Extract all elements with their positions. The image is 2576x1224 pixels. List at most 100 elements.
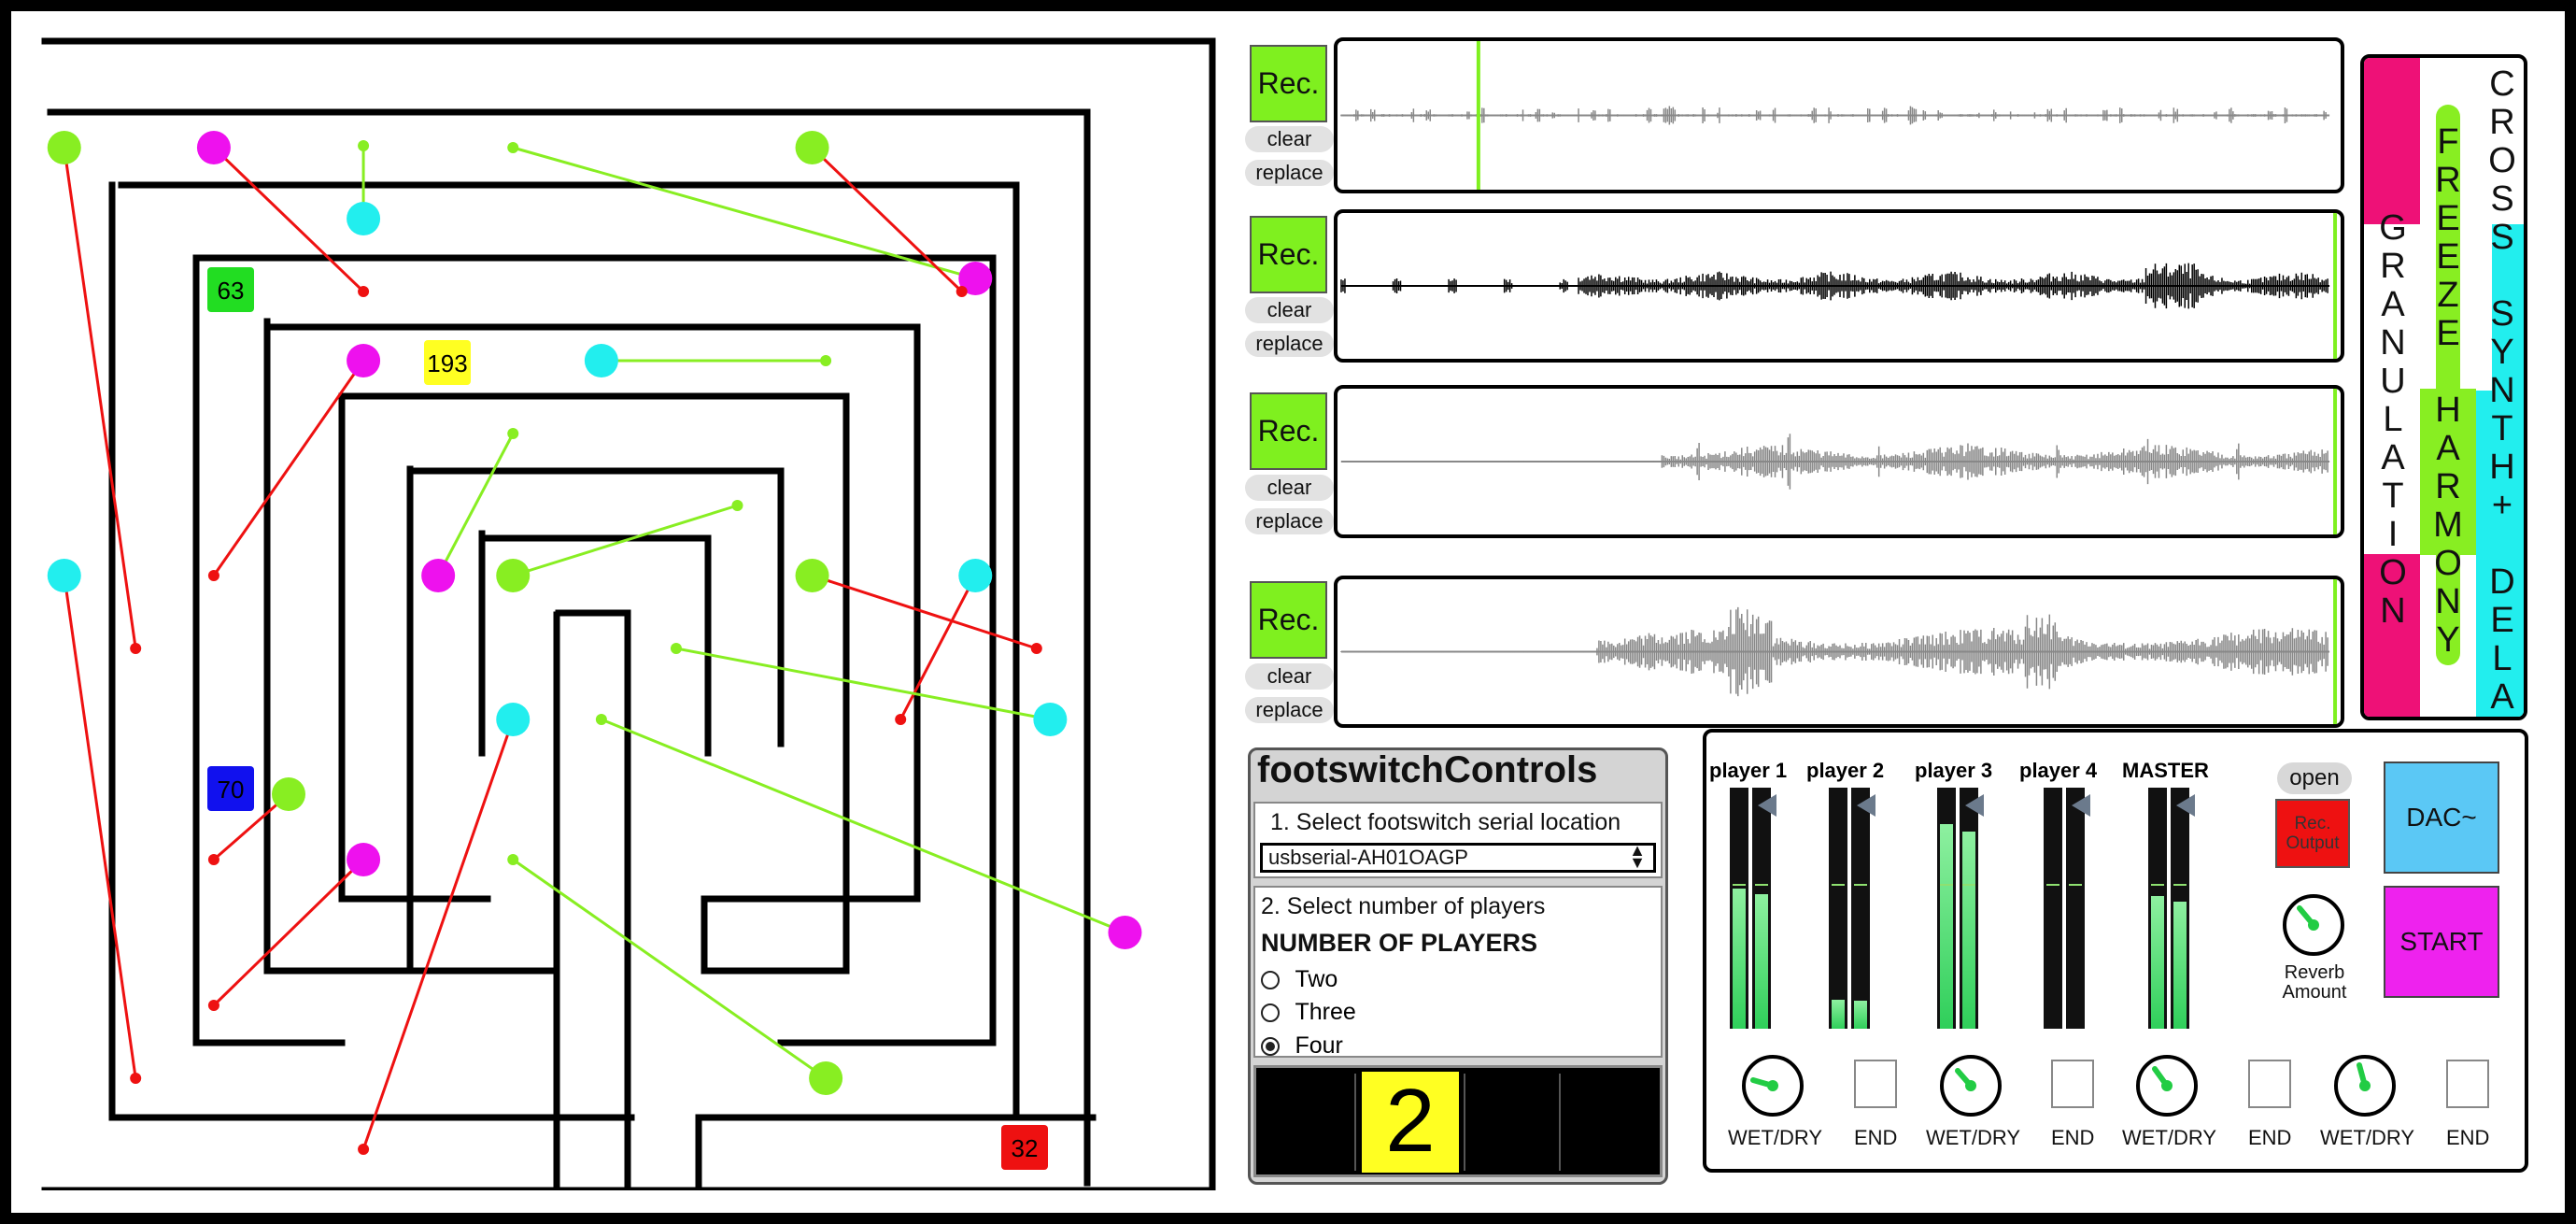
mode-label-letter: Y xyxy=(2490,717,2513,718)
wet-dry-knob-3[interactable] xyxy=(2134,1053,2200,1118)
end-checkbox-4[interactable] xyxy=(2446,1060,2489,1108)
maze-node-anchor xyxy=(507,428,519,439)
end-checkbox-3[interactable] xyxy=(2248,1060,2291,1108)
radio-option-four[interactable]: Four xyxy=(1261,1032,1343,1060)
rec-button-2[interactable]: Rec. xyxy=(1250,216,1327,293)
maze-node[interactable] xyxy=(496,703,531,736)
player-indicator: 2 xyxy=(1253,1065,1663,1177)
maze-node[interactable] xyxy=(347,202,381,235)
maze-connection-line xyxy=(899,575,977,720)
level-marker-icon[interactable] xyxy=(2176,794,2195,817)
mode-label-letter: A xyxy=(2381,438,2405,477)
footswitch-title: footswitchControls xyxy=(1257,749,1598,790)
mode-label-letter: L xyxy=(2492,639,2512,678)
maze-node[interactable] xyxy=(795,559,829,592)
open-button[interactable]: open xyxy=(2277,762,2352,794)
replace-button-1[interactable]: replace xyxy=(1245,160,1334,186)
level-marker-icon[interactable] xyxy=(1857,794,1875,817)
maze-node[interactable] xyxy=(958,559,993,592)
mode-label-letter: H xyxy=(2489,448,2515,487)
waveform-2[interactable] xyxy=(1334,209,2344,363)
maze-node[interactable] xyxy=(47,559,81,592)
maze-connection-line xyxy=(212,146,365,293)
radio-icon[interactable] xyxy=(1261,1003,1280,1022)
replace-button-2[interactable]: replace xyxy=(1245,331,1334,357)
rec-button-4[interactable]: Rec. xyxy=(1250,581,1327,659)
clear-button-2[interactable]: clear xyxy=(1245,297,1334,323)
mode-label-letter: N xyxy=(2380,591,2406,631)
meter-player-2[interactable] xyxy=(1829,788,1870,1029)
maze-node[interactable] xyxy=(196,131,231,164)
maze-node[interactable] xyxy=(272,777,305,811)
granulation-bar-window xyxy=(2364,224,2420,554)
radio-selected-icon[interactable] xyxy=(1261,1036,1280,1056)
end-checkbox-2[interactable] xyxy=(2051,1060,2094,1108)
meter-player-1[interactable] xyxy=(1730,788,1771,1029)
maze-node[interactable] xyxy=(347,344,381,377)
level-marker-icon[interactable] xyxy=(1965,794,1984,817)
maze-node[interactable] xyxy=(47,131,81,164)
end-checkbox-1[interactable] xyxy=(1854,1060,1897,1108)
mode-label-letter: H xyxy=(2435,391,2461,430)
maze-node[interactable] xyxy=(795,131,829,164)
replace-button-3[interactable]: replace xyxy=(1245,508,1334,534)
meter-fill xyxy=(1962,832,1975,1029)
cross-synth-bar[interactable] xyxy=(2492,224,2524,391)
wet-dry-label-4: WET/DRY xyxy=(2320,1126,2415,1149)
dac-button[interactable]: DAC~ xyxy=(2384,761,2499,874)
maze-node[interactable] xyxy=(1108,916,1142,949)
maze-node[interactable] xyxy=(958,262,993,295)
mode-label-letter: S xyxy=(2490,218,2514,257)
maze-node[interactable] xyxy=(1033,703,1068,736)
freeze-harmony-bar[interactable] xyxy=(2436,105,2460,665)
maze-node[interactable] xyxy=(584,344,618,377)
radio-option-three[interactable]: Three xyxy=(1261,999,1356,1026)
radio-icon[interactable] xyxy=(1261,970,1280,989)
clear-button-3[interactable]: clear xyxy=(1245,475,1334,501)
reverb-label: Reverb Amount xyxy=(2282,962,2347,1003)
meter-master[interactable] xyxy=(2148,788,2189,1029)
maze-node[interactable] xyxy=(347,843,381,876)
maze-connection-line xyxy=(436,433,515,576)
meter-player-3[interactable] xyxy=(1937,788,1978,1029)
wet-dry-knob-2[interactable] xyxy=(1938,1053,2003,1118)
meter-player-4[interactable] xyxy=(2044,788,2085,1029)
maze-node-anchor xyxy=(670,643,682,654)
maze-node-anchor xyxy=(207,1000,219,1011)
serial-select[interactable]: usbserial-AH01OAGP ▲▼ xyxy=(1260,842,1656,873)
wet-dry-knob-4[interactable] xyxy=(2332,1053,2398,1118)
mode-label-letter: L xyxy=(2383,400,2403,439)
clear-button-4[interactable]: clear xyxy=(1245,663,1334,690)
waveform-1-plot xyxy=(1340,41,2330,190)
waveform-1[interactable] xyxy=(1334,37,2344,193)
level-marker-icon[interactable] xyxy=(2072,794,2090,817)
reverb-knob[interactable] xyxy=(2281,892,2346,958)
maze-node-anchor xyxy=(595,714,607,725)
player-slot-4 xyxy=(1563,1074,1658,1171)
radio-option-two[interactable]: Two xyxy=(1261,966,1338,993)
player-3-label: player 3 xyxy=(1915,759,1993,782)
rec-button-1[interactable]: Rec. xyxy=(1250,45,1327,122)
mode-label-letter: O xyxy=(2434,544,2462,583)
mode-label-letter: S xyxy=(2490,179,2514,219)
clear-button-1[interactable]: clear xyxy=(1245,126,1334,152)
cross-synth-highlight xyxy=(2476,391,2524,717)
waveform-4[interactable] xyxy=(1334,576,2344,728)
maze-node[interactable] xyxy=(496,559,531,592)
waveform-3-plot xyxy=(1340,389,2338,534)
maze-nodes[interactable] xyxy=(47,131,1142,1155)
rec-output-button[interactable]: Rec. Output xyxy=(2275,799,2350,868)
replace-button-4[interactable]: replace xyxy=(1245,697,1334,723)
mode-label-letter: U xyxy=(2380,362,2406,401)
waveform-3[interactable] xyxy=(1334,385,2344,538)
waveform-path xyxy=(1340,606,2328,697)
maze-node[interactable] xyxy=(421,559,456,592)
maze-canvas[interactable]: 63 193 70 32 xyxy=(34,34,1220,1190)
level-marker-icon[interactable] xyxy=(1758,794,1776,817)
maze-node[interactable] xyxy=(809,1061,843,1095)
rec-button-3[interactable]: Rec. xyxy=(1250,392,1327,470)
wet-dry-knob-1[interactable] xyxy=(1740,1053,1805,1118)
mode-label-letter xyxy=(2498,525,2508,563)
start-button[interactable]: START xyxy=(2384,886,2499,998)
